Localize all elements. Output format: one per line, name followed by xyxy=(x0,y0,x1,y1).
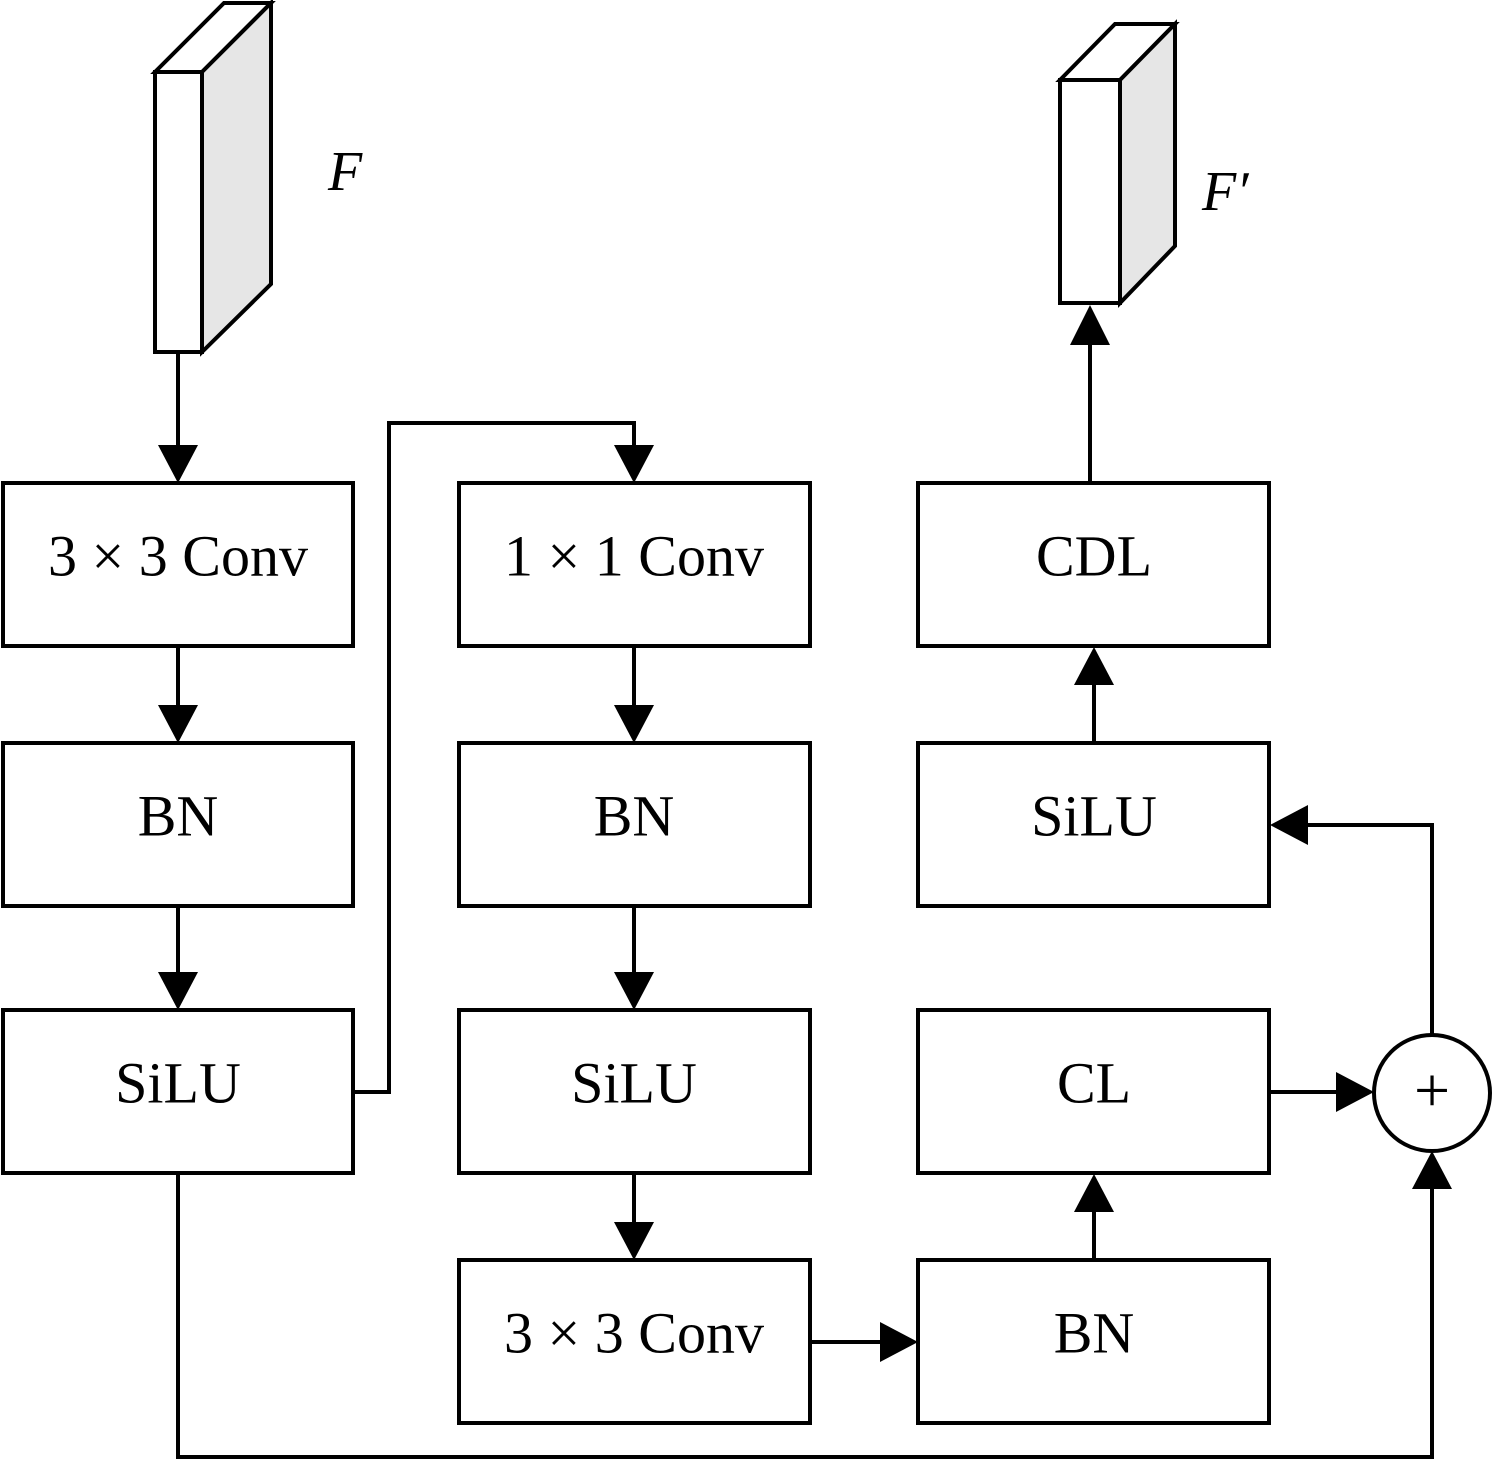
col2-conv3x3-label: 3 × 3 Conv xyxy=(504,1300,764,1365)
col3-cdl-box: CDL xyxy=(916,481,1271,648)
arrowhead-skip-to-sum xyxy=(1412,1151,1452,1189)
arrowhead-input-to-col1-conv xyxy=(158,445,198,483)
arrowhead-col1-bn-to-silu xyxy=(158,972,198,1010)
col2-silu-label: SiLU xyxy=(571,1050,697,1115)
col3-silu-label: SiLU xyxy=(1031,783,1157,848)
col1-silu-label: SiLU xyxy=(115,1050,241,1115)
col3-cdl-label: CDL xyxy=(1036,523,1152,588)
col3-bn-box: BN xyxy=(916,1258,1271,1425)
arrowhead-to-output xyxy=(1070,305,1110,345)
arrowhead-col2-silu-to-conv3 xyxy=(614,1222,654,1260)
col2-bn-box: BN xyxy=(457,741,812,908)
edge-sum-to-col3-silu xyxy=(1308,823,1434,1035)
connectors xyxy=(176,345,1434,1459)
col2-silu-box: SiLU xyxy=(457,1008,812,1175)
arrowhead-cl-to-sum xyxy=(1336,1072,1374,1112)
col3-silu-box: SiLU xyxy=(916,741,1271,908)
input-tensor-f xyxy=(150,0,276,357)
col3-cl-label: CL xyxy=(1057,1050,1131,1115)
arrowhead-to-col3-cl xyxy=(1074,1174,1114,1212)
col2-conv1x1-box: 1 × 1 Conv xyxy=(457,481,812,648)
col3-bn-label: BN xyxy=(1054,1300,1135,1365)
arrowhead-sum-to-col3-silu xyxy=(1270,805,1308,845)
col2-bn-label: BN xyxy=(594,783,675,848)
arrowhead-col2-bn-to-silu xyxy=(614,972,654,1010)
edge-col1-silu-to-col2-conv xyxy=(353,421,636,1094)
arrowheads xyxy=(158,305,1452,1362)
input-tensor-label: F xyxy=(327,141,363,203)
col3-cl-box: CL xyxy=(916,1008,1271,1175)
col1-bn-box: BN xyxy=(1,741,355,908)
col2-conv1x1-label: 1 × 1 Conv xyxy=(504,523,764,588)
output-tensor-label: F′ xyxy=(1201,161,1249,223)
arrowhead-to-cdl xyxy=(1074,647,1114,685)
col1-bn-label: BN xyxy=(138,783,219,848)
sum-node: + xyxy=(1372,1033,1492,1153)
arrowhead-col1-conv-to-bn xyxy=(158,705,198,743)
output-tensor-f-prime xyxy=(1055,19,1180,308)
edge-skip-col1-silu-to-sum xyxy=(176,1173,1434,1459)
col2-conv3x3-box: 3 × 3 Conv xyxy=(457,1258,812,1425)
col1-conv3x3-label: 3 × 3 Conv xyxy=(48,523,308,588)
sum-node-symbol: + xyxy=(1414,1055,1450,1126)
col1-silu-box: SiLU xyxy=(1,1008,355,1175)
arrowhead-to-col3-bn xyxy=(880,1322,918,1362)
arrowhead-col2-conv-to-bn xyxy=(614,705,654,743)
arrowhead-to-col2-conv xyxy=(614,445,654,483)
col1-conv3x3-box: 3 × 3 Conv xyxy=(1,481,355,648)
